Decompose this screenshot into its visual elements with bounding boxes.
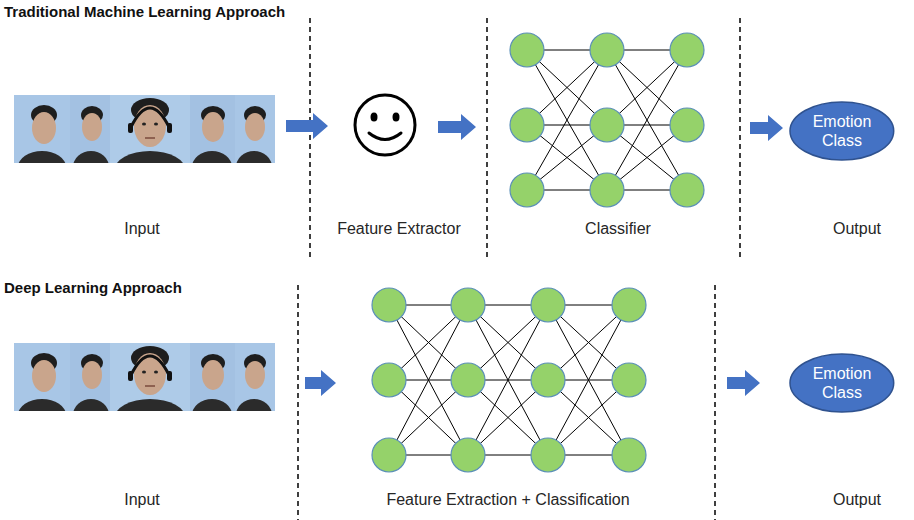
flow-arrows (286, 113, 783, 396)
stage-label: Output (833, 219, 881, 238)
separator-lines (298, 18, 740, 520)
stage-label: Output (833, 490, 881, 509)
label-text: Input (124, 220, 160, 237)
separator-line (739, 18, 741, 258)
section-heading: Deep Learning Approach (4, 279, 182, 297)
smiley-icon (355, 95, 415, 155)
network-links (527, 50, 687, 190)
stage-label: Input (124, 219, 160, 238)
section-heading: Traditional Machine Learning Approach (4, 3, 285, 21)
separator-line (297, 285, 299, 520)
ellipse-shape (789, 101, 895, 161)
node-text: Emotion Class (805, 112, 879, 150)
network-links (389, 305, 629, 455)
block-arrow (286, 113, 328, 139)
block-arrow (305, 370, 336, 396)
block-arrow (438, 114, 476, 140)
ellipse-shape (789, 353, 895, 413)
face-images (14, 95, 275, 191)
label-text: Traditional Machine Learning Approach (4, 3, 285, 20)
label-text: Output (833, 491, 881, 508)
label-text: Classifier (585, 220, 651, 237)
neural-network (510, 33, 704, 207)
stage-label: Feature Extraction + Classification (386, 490, 629, 509)
label-text: Feature Extractor (337, 220, 461, 237)
label-text: Deep Learning Approach (4, 279, 182, 296)
separator-line (714, 285, 716, 520)
output-ellipse: Emotion Class (789, 353, 895, 413)
stage-label: Feature Extractor (337, 219, 461, 238)
stage-label: Input (124, 490, 160, 509)
node-text: Emotion Class (805, 364, 879, 402)
label-text: Input (124, 491, 160, 508)
separator-line (309, 18, 311, 258)
label-text: Feature Extraction + Classification (386, 491, 629, 508)
stage-label: Classifier (585, 219, 651, 238)
label-text: Output (833, 220, 881, 237)
output-ellipse: Emotion Class (789, 101, 895, 161)
separator-line (486, 18, 488, 258)
face-images (14, 343, 275, 439)
neural-network (372, 288, 646, 472)
block-arrow (727, 370, 760, 396)
block-arrow (750, 115, 783, 141)
